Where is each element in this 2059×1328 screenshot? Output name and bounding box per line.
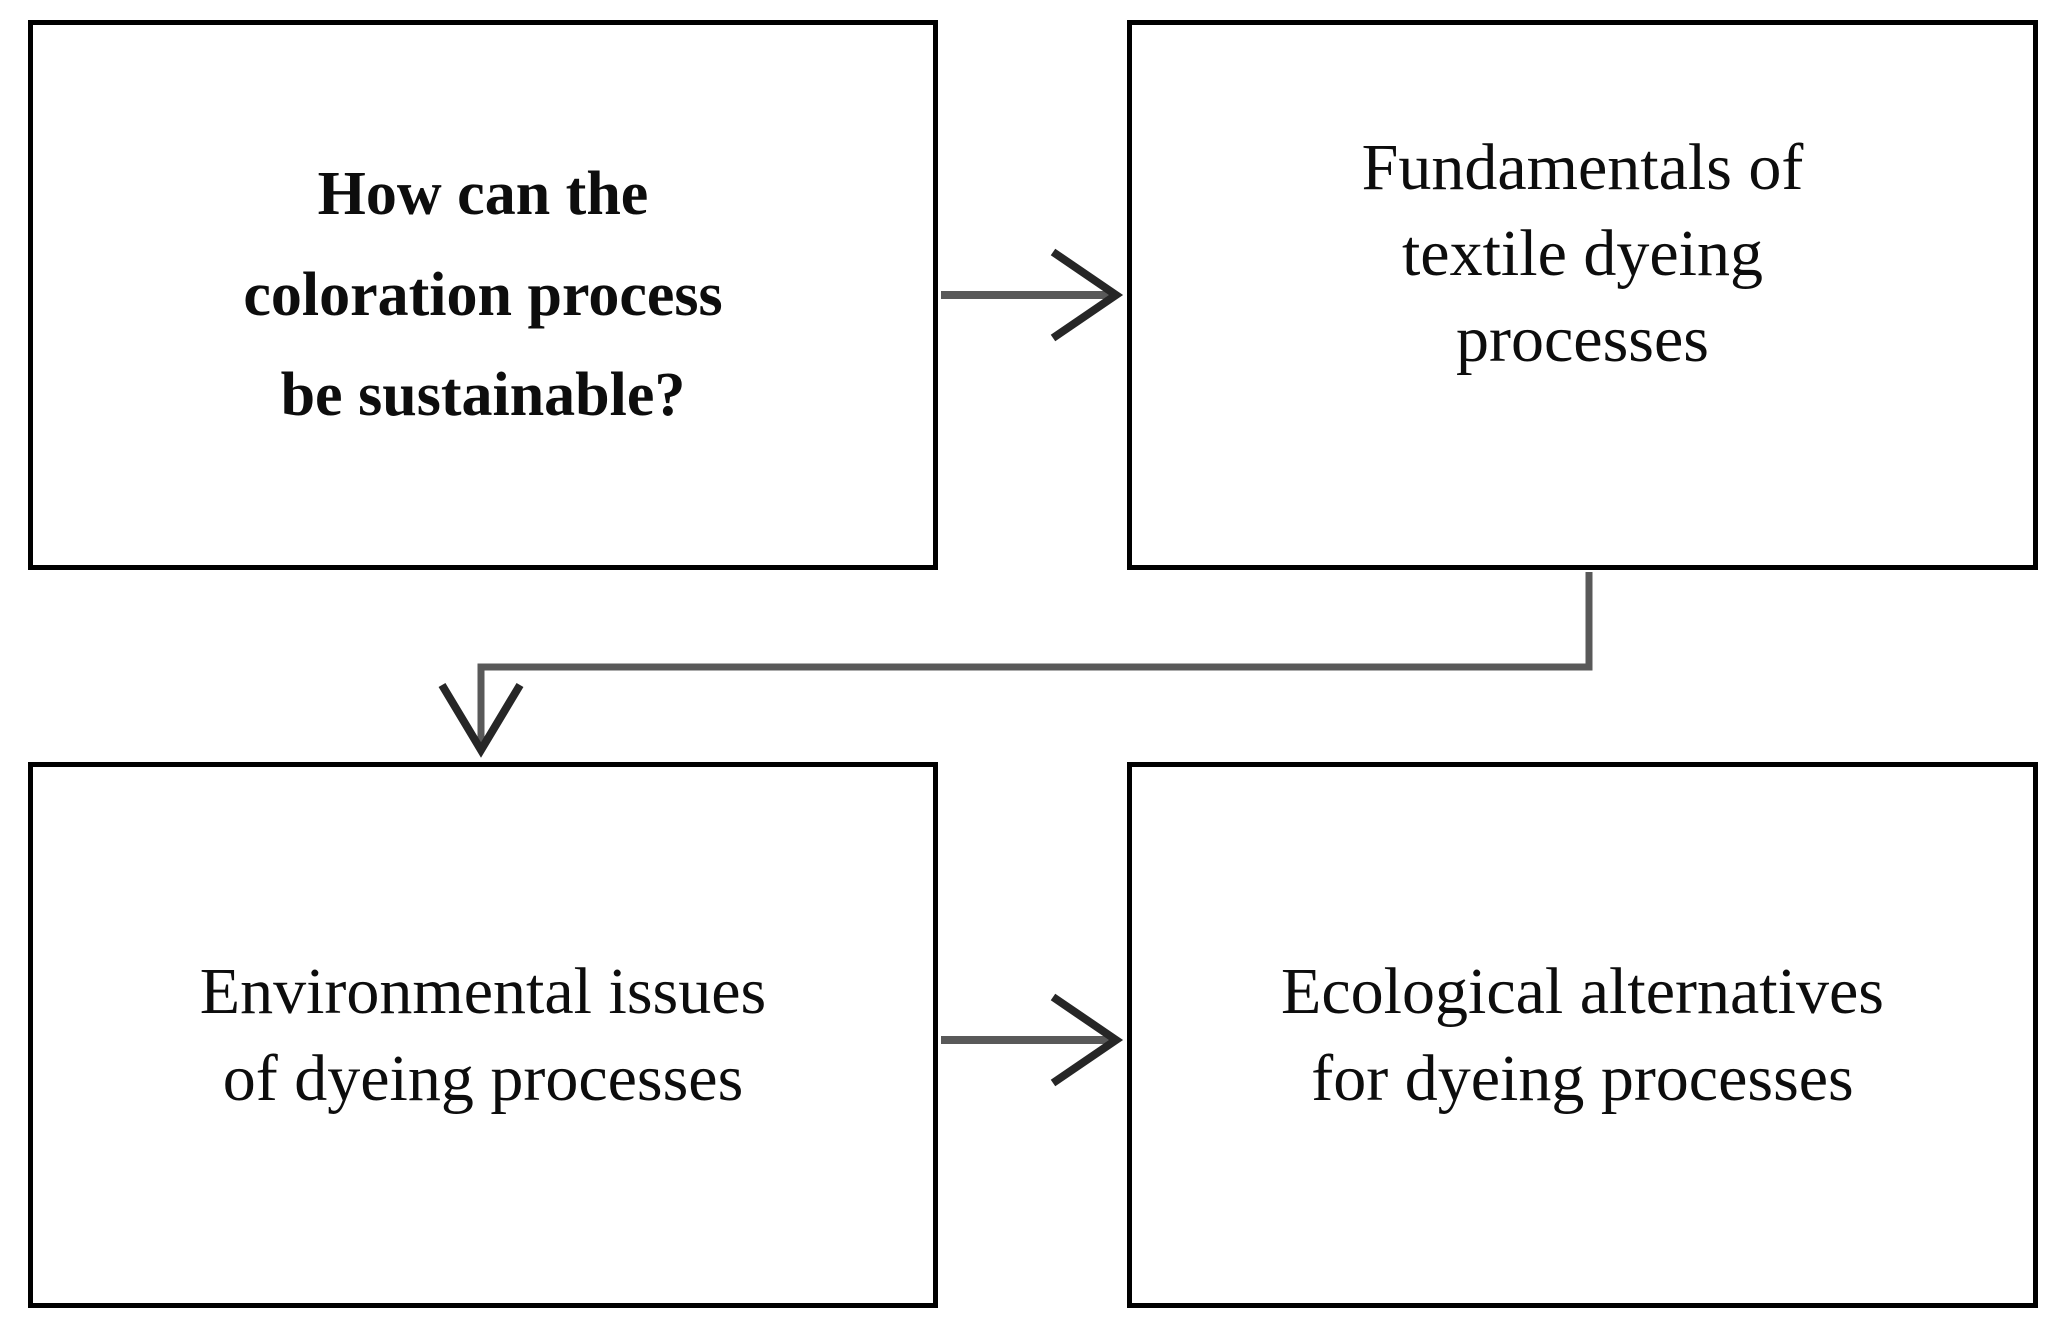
arrow-question-to-fundamentals <box>941 248 1124 342</box>
node-fundamentals-line-2: textile dyeing <box>1401 216 1764 290</box>
arrow-environmental-to-ecological <box>941 993 1124 1087</box>
node-ecological-text: Ecological alternatives for dyeing proce… <box>1132 948 2033 1122</box>
node-ecological[interactable]: Ecological alternatives for dyeing proce… <box>1127 762 2038 1308</box>
node-environmental-text: Environmental issues of dyeing processes <box>33 948 933 1122</box>
node-fundamentals[interactable]: Fundamentals of textile dyeing processes <box>1127 20 2038 570</box>
node-ecological-line-1: Ecological alternatives <box>1281 954 1884 1028</box>
node-environmental-line-2: of dyeing processes <box>222 1042 744 1115</box>
node-fundamentals-line-3: processes <box>1456 302 1709 376</box>
node-fundamentals-text: Fundamentals of textile dyeing processes <box>1132 25 2033 382</box>
node-fundamentals-line-1: Fundamentals of <box>1361 131 1804 204</box>
node-ecological-line-2: for dyeing processes <box>1311 1042 1854 1115</box>
node-question-line-1: How can the <box>317 160 649 229</box>
node-environmental-line-1: Environmental issues <box>199 954 767 1028</box>
node-question-text: How can the coloration process be sustai… <box>33 144 933 445</box>
node-question-line-3: be sustainable? <box>280 361 686 430</box>
node-question-line-2: coloration process <box>243 260 723 329</box>
arrow-fundamentals-to-environmental <box>438 572 1593 758</box>
node-question[interactable]: How can the coloration process be sustai… <box>28 20 938 570</box>
node-environmental[interactable]: Environmental issues of dyeing processes <box>28 762 938 1308</box>
